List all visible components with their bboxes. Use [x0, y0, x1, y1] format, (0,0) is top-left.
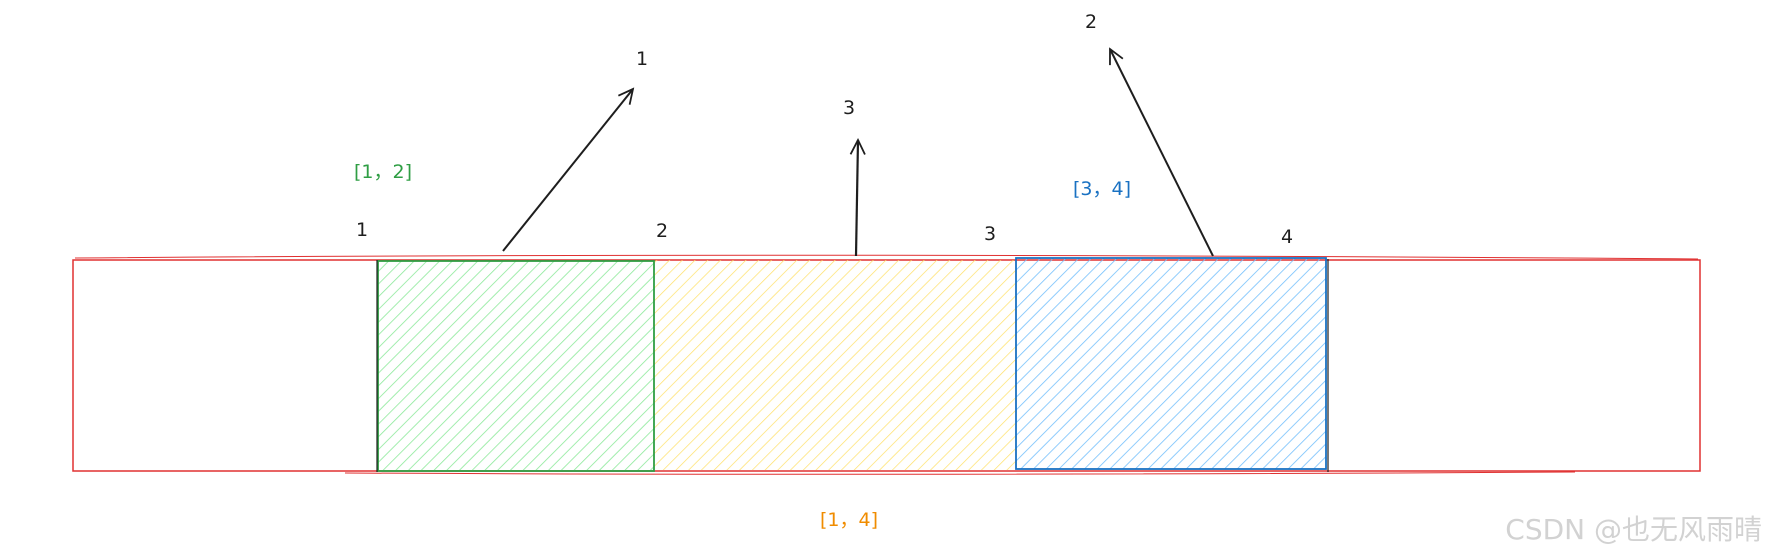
range-label-left: [1，2]	[354, 161, 412, 183]
range-label-bottom: [1，4]	[820, 509, 878, 531]
region-yellow	[654, 260, 1016, 470]
arrow-middle-label: 3	[843, 97, 855, 119]
range-label-right: [3，4]	[1073, 178, 1131, 200]
outer-array-sketch-line	[74, 254, 1699, 260]
arrow-left	[502, 89, 633, 252]
arrow-middle	[856, 140, 858, 257]
region-blue-3-4	[1015, 257, 1327, 470]
arrow-right	[1110, 49, 1214, 257]
position-label-1: 1	[356, 219, 368, 241]
arrow-right-label: 2	[1085, 11, 1097, 33]
outer-array-sketch-line-bottom	[344, 471, 1576, 475]
arrow-left-label: 1	[636, 48, 648, 70]
position-label-4: 4	[1281, 226, 1293, 248]
watermark: CSDN @也无风雨晴	[1505, 513, 1762, 546]
position-label-3: 3	[984, 223, 996, 245]
position-label-2: 2	[656, 220, 668, 242]
region-green-1-2	[377, 260, 655, 472]
